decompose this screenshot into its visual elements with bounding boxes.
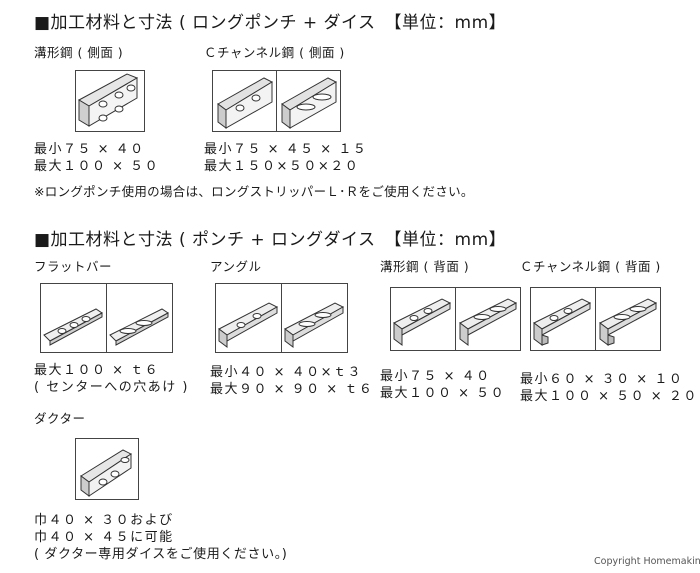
ducter-line3: ( ダクター専用ダイスをご使用ください。) [34, 547, 288, 562]
c-channel-back-min: 最小６０ × ３０ × １０ [520, 372, 684, 387]
channel-back-illustration [390, 287, 521, 351]
flat-bar-note: ( センターへの穴あけ ) [34, 380, 189, 395]
angle-illustration [215, 283, 348, 353]
angle-label: アングル [210, 259, 262, 274]
flat-bar-illustration [40, 283, 173, 353]
flat-bar-label: フラットバー [34, 259, 113, 274]
section1-title: ■加工材料と寸法 ( ロングポンチ + ダイス 【単位：mm】 [34, 13, 507, 33]
angle-max: 最大９０ × ９０ × ｔ６ [210, 382, 374, 397]
c-channel-side-min: 最小７５ × ４５ × １５ [204, 142, 368, 157]
channel-side-label: 溝形鋼 ( 側面 ) [34, 45, 124, 60]
channel-back-min: 最小７５ × ４０ [380, 369, 491, 384]
angle-min: 最小４０ × ４０×ｔ３ [210, 365, 363, 380]
long-punch-note: ※ロングポンチ使用の場合は、ロングストリッパーＬ･Ｒをご使用ください。 [34, 184, 474, 199]
ducter-line1: 巾４０ × ３０および [34, 513, 174, 528]
flat-bar-max: 最大１００ × ｔ６ [34, 363, 160, 378]
channel-side-min: 最小７５ × ４０ [34, 142, 145, 157]
c-channel-back-max: 最大１００ × ５０ × ２０ [520, 389, 698, 404]
ducter-illustration [75, 438, 139, 500]
ducter-label: ダクター [34, 411, 86, 426]
copyright: Copyright Homemaking [594, 556, 700, 567]
c-channel-back-label: Ｃチャンネル鋼 ( 背面 ) [520, 259, 661, 274]
channel-side-illustration [75, 70, 145, 132]
c-channel-back-illustration [530, 287, 661, 351]
c-channel-side-label: Ｃチャンネル鋼 ( 側面 ) [204, 45, 345, 60]
section2-title: ■加工材料と寸法 ( ポンチ + ロングダイス 【単位：mm】 [34, 230, 507, 250]
channel-side-max: 最大１００ × ５０ [34, 159, 160, 174]
c-channel-side-illustration [212, 70, 341, 132]
channel-back-label: 溝形鋼 ( 背面 ) [380, 259, 470, 274]
channel-back-max: 最大１００ × ５０ [380, 386, 506, 401]
c-channel-side-max: 最大１５０×５０×２０ [204, 159, 360, 174]
ducter-line2: 巾４０ × ４５に可能 [34, 530, 174, 545]
